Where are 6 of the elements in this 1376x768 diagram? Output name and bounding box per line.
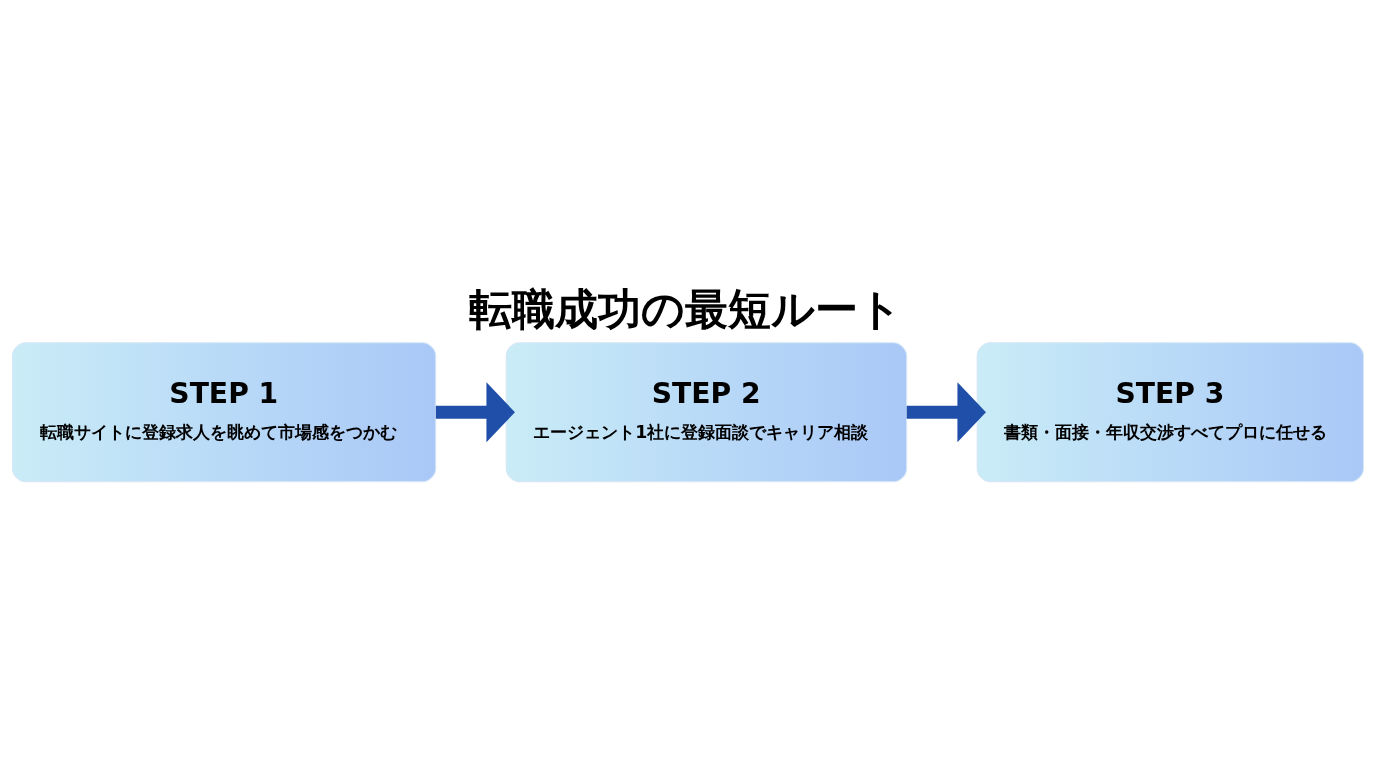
node-box: STEP 1 転職サイトに登録求人を眺めて市場感をつかむ (11, 342, 437, 483)
node-box: STEP 2 エージェント1社に登録面談でキャリア相談 (505, 342, 908, 483)
diagram-title: 転職成功の最短ルート (469, 284, 903, 335)
arrow (435, 382, 515, 443)
arrow (906, 382, 986, 443)
node-box: STEP 3 書類・面接・年収交渉すべてプロに任せる (976, 342, 1365, 483)
